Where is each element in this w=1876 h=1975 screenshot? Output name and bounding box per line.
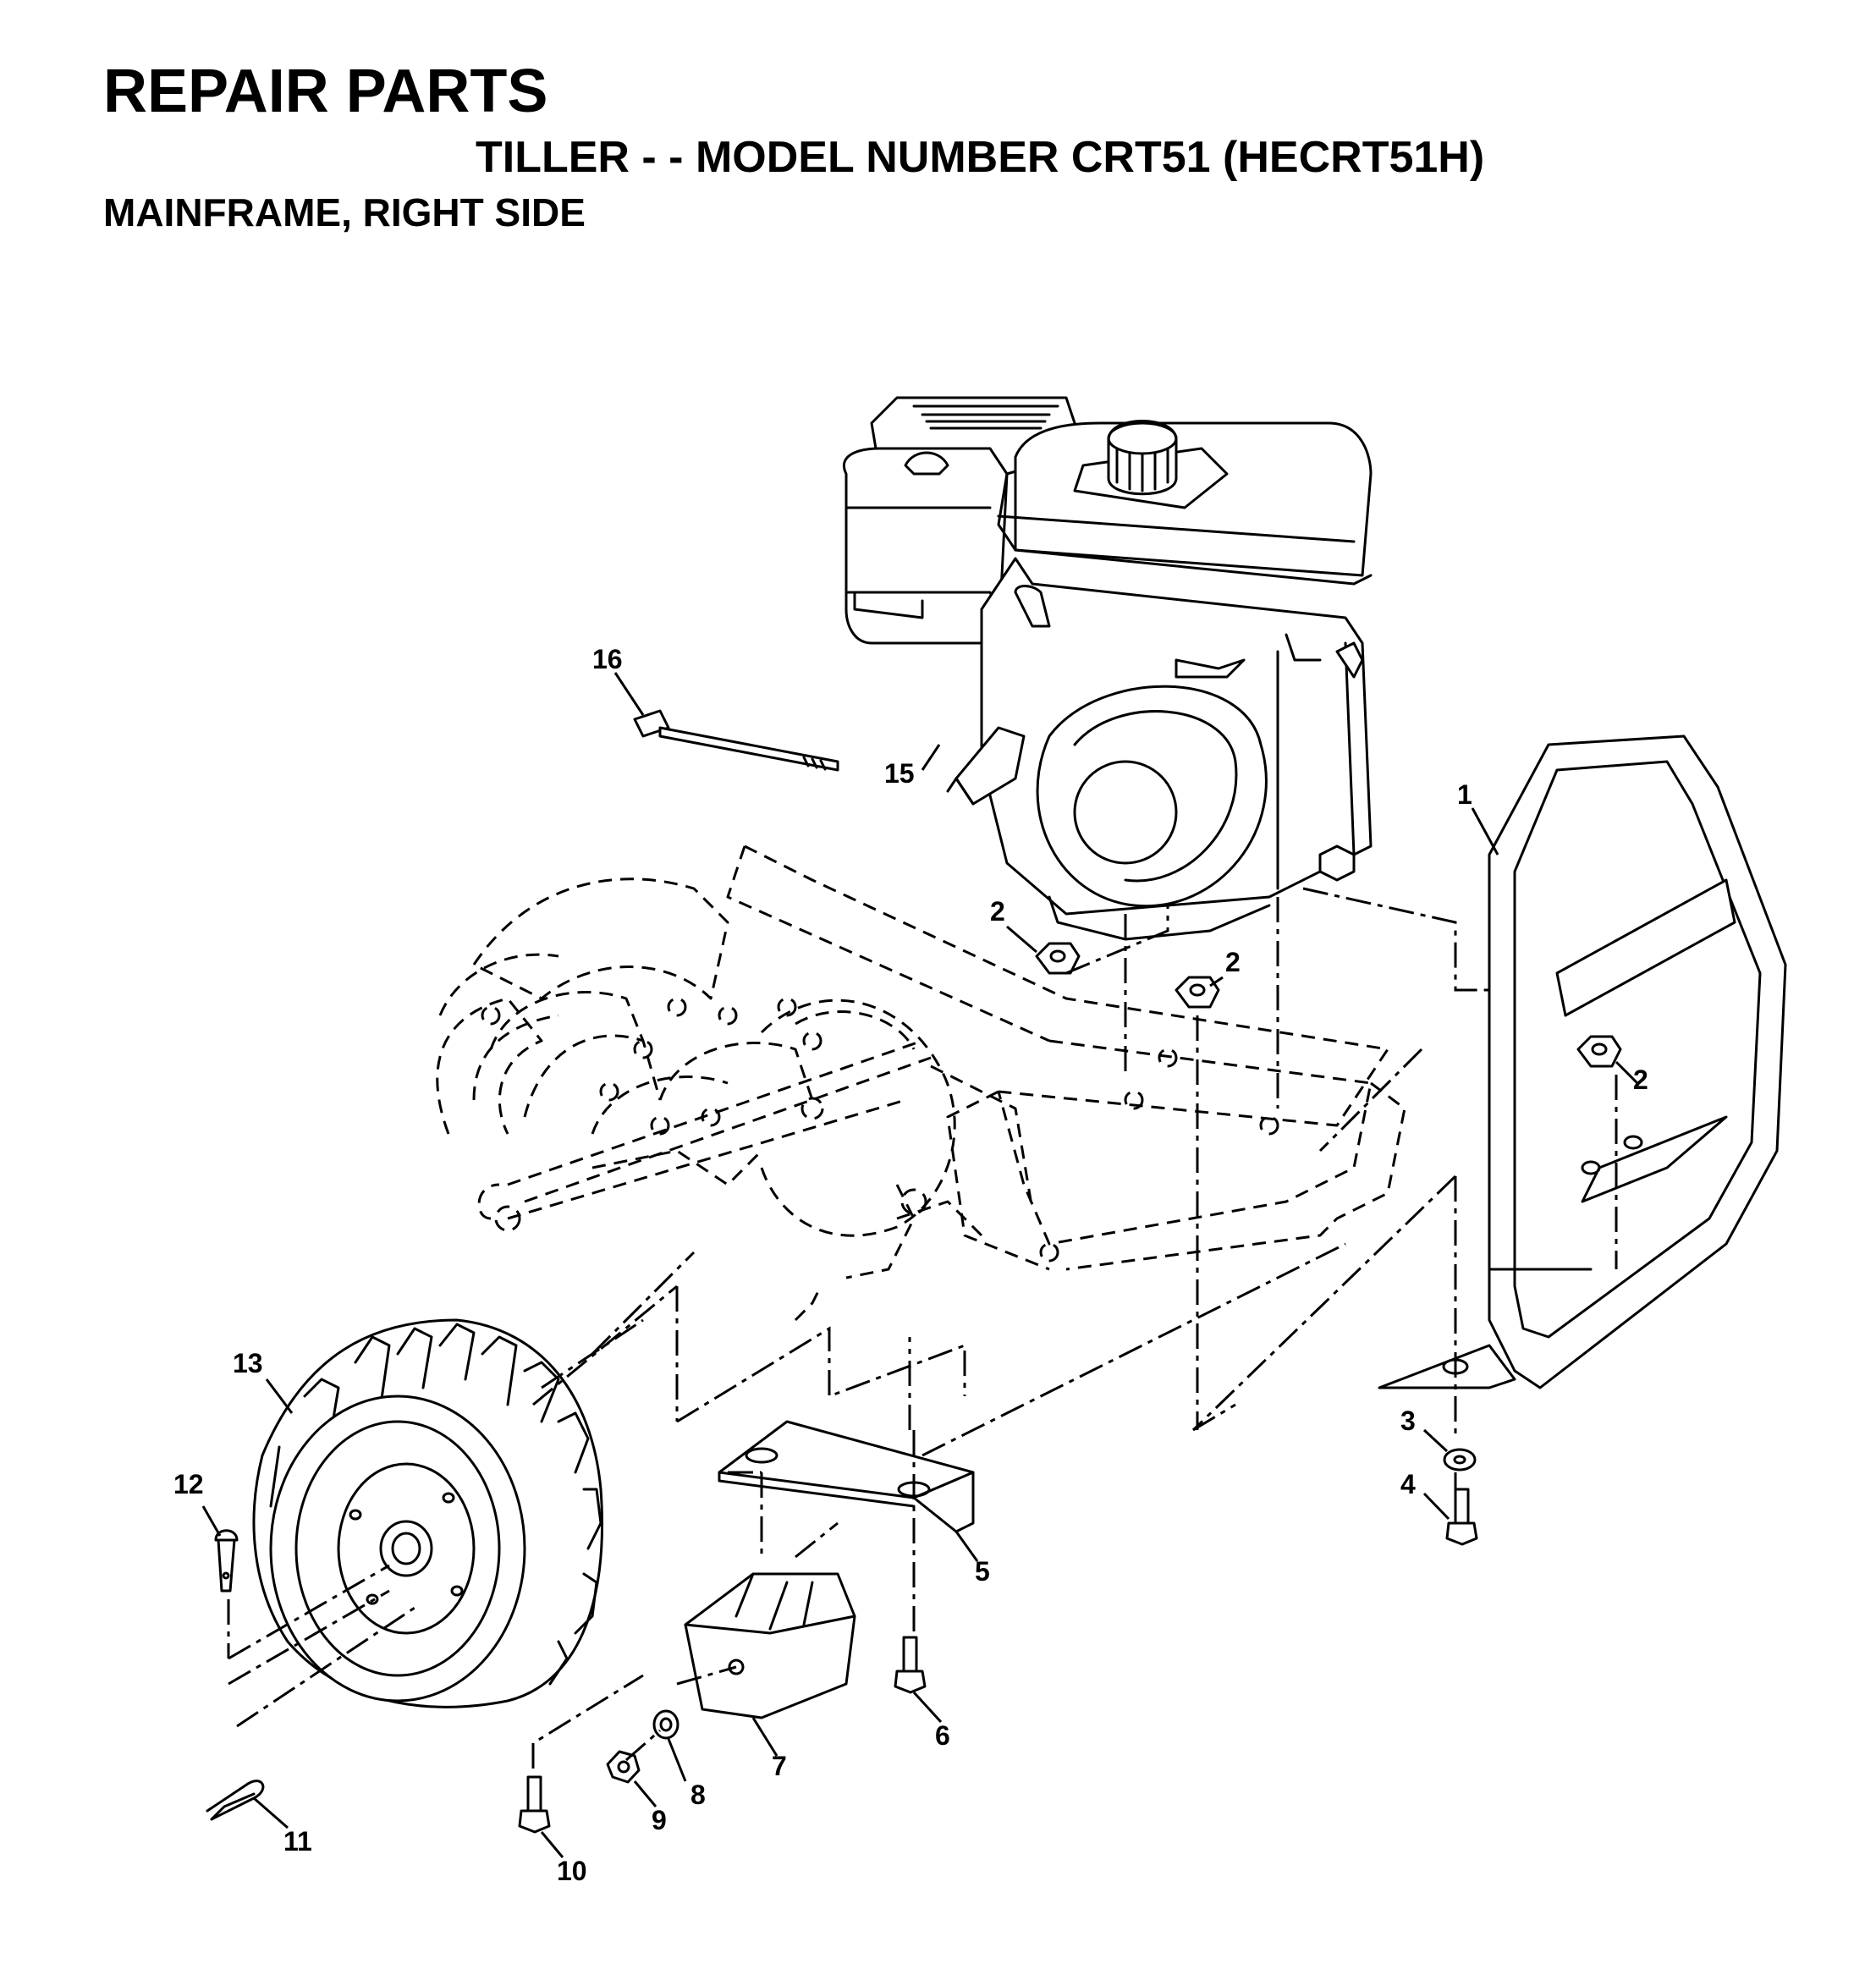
callout-10: 10 — [557, 1856, 587, 1886]
callout-4: 4 — [1400, 1469, 1416, 1499]
wheel-part-13 — [252, 1318, 603, 1708]
callout-11: 11 — [283, 1826, 312, 1857]
section-title: MAINFRAME, RIGHT SIDE — [103, 190, 586, 234]
callout-3: 3 — [1400, 1406, 1416, 1436]
bracket-part-5 — [718, 1420, 975, 1533]
callout-2b: 2 — [1225, 947, 1241, 977]
guide-lines — [227, 887, 1618, 1769]
bumper-bar-part-1 — [1378, 734, 1787, 1389]
callout-9: 9 — [652, 1805, 667, 1835]
mainframe-phantom — [436, 844, 1406, 1322]
callouts: 1 2 2 2 3 4 5 6 7 8 9 10 11 12 13 15 16 — [173, 644, 1648, 1886]
callout-15: 15 — [884, 758, 915, 789]
weight-part-7 — [684, 1572, 856, 1719]
page-title: REPAIR PARTS — [103, 58, 548, 125]
callout-1: 1 — [1457, 779, 1472, 810]
model-subtitle: TILLER - - MODEL NUMBER CRT51 (HECRT51H) — [476, 133, 1485, 182]
callout-12: 12 — [173, 1469, 204, 1499]
callout-13: 13 — [233, 1348, 263, 1378]
callout-2c: 2 — [1633, 1065, 1648, 1095]
callout-8: 8 — [690, 1780, 706, 1810]
leader-lines — [201, 672, 1639, 1858]
callout-2a: 2 — [990, 896, 1005, 927]
callout-5: 5 — [975, 1556, 990, 1587]
callout-16: 16 — [592, 644, 623, 674]
engine-part-15 — [843, 396, 1373, 941]
callout-6: 6 — [935, 1720, 950, 1751]
callout-7: 7 — [772, 1751, 787, 1781]
